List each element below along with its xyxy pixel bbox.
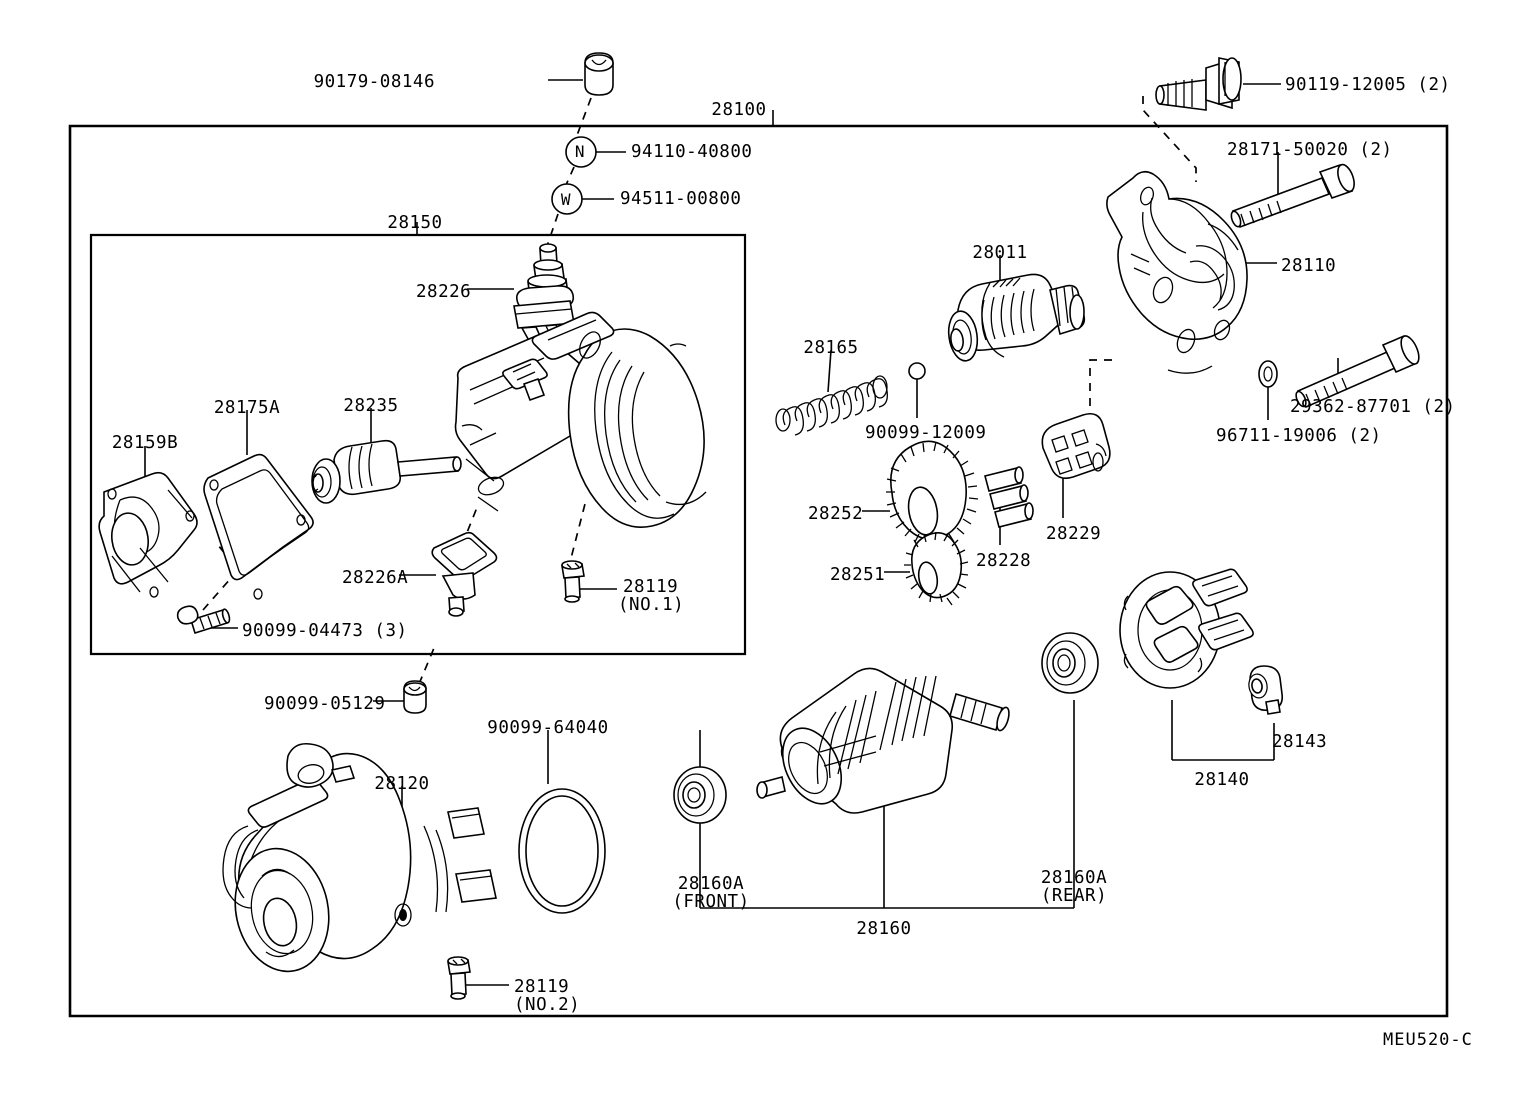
part-28119-no2	[447, 956, 471, 1000]
callout-no-1: (NO.1)	[618, 595, 685, 615]
callout-28119: 28119	[623, 577, 679, 597]
part-90099-64040	[518, 788, 606, 914]
part-90099-04473	[176, 605, 231, 635]
callout-28119: 28119	[514, 977, 570, 997]
callout-28226a: 28226A	[342, 568, 409, 588]
callout-90099-04473-3: 90099-04473 (3)	[242, 621, 408, 641]
callout-90119-12005-2: 90119-12005 (2)	[1285, 75, 1451, 95]
callout-28171-50020-2: 28171-50020 (2)	[1227, 140, 1393, 160]
callout-no-2: (NO.2)	[514, 995, 581, 1015]
callout-28011: 28011	[972, 243, 1028, 263]
part-28110	[1106, 170, 1248, 374]
dash-chain-top	[575, 97, 592, 139]
dash-90119	[1142, 96, 1197, 182]
part-28160	[756, 667, 1010, 814]
part-28235	[311, 439, 462, 504]
callout-90099-05129: 90099-05129	[264, 694, 386, 714]
callout-28226: 28226	[416, 282, 472, 302]
part-90099-12009	[908, 362, 926, 380]
part-90179-08146	[584, 52, 614, 96]
callout-28228: 28228	[976, 551, 1032, 571]
callout-28150: 28150	[387, 213, 443, 233]
callout-front: (FRONT)	[672, 892, 750, 912]
part-28165	[775, 375, 888, 436]
part-90119-12005	[1155, 57, 1242, 111]
part-28175A	[203, 453, 314, 600]
inner-frame	[89, 233, 747, 656]
part-28226A	[431, 531, 498, 617]
marker-N	[565, 136, 597, 168]
dash-chain-mid	[565, 166, 575, 186]
part-28252	[886, 440, 979, 546]
callout-28229: 28229	[1046, 524, 1102, 544]
part-96711-19006	[1258, 360, 1278, 388]
part-28251	[904, 531, 969, 606]
callout-28235: 28235	[343, 396, 399, 416]
diagram-code: MEU520-C	[1383, 1030, 1473, 1050]
callout-29362-87701-2: 29362-87701 (2)	[1290, 397, 1456, 417]
part-28119-no1	[561, 560, 585, 603]
part-29362-87701	[1295, 334, 1420, 409]
part-90099-05129	[403, 680, 427, 714]
callout-28165: 28165	[803, 338, 859, 358]
part-28160A-rear	[1041, 632, 1099, 694]
part-28011	[947, 273, 1086, 362]
part-28143	[1248, 665, 1284, 715]
callout-28160a: 28160A	[1040, 868, 1108, 888]
outer-frame	[68, 124, 1449, 1018]
callout-28160a: 28160A	[677, 874, 745, 894]
marker-W	[551, 183, 583, 215]
dash-05129	[418, 647, 435, 685]
part-28171-50020	[1230, 163, 1355, 229]
callout-90099-12009: 90099-12009	[865, 423, 987, 443]
part-28159B	[98, 471, 198, 598]
callout-rear: (REAR)	[1040, 886, 1108, 906]
callout-28140: 28140	[1194, 770, 1250, 790]
callout-28120: 28120	[374, 774, 430, 794]
callout-28159b: 28159B	[111, 433, 179, 453]
callout-94511-00800: 94511-00800	[620, 189, 742, 209]
callout-90099-64040: 90099-64040	[487, 718, 609, 738]
callout-28160: 28160	[856, 919, 912, 939]
part-28226	[513, 243, 575, 347]
callout-28100: 28100	[711, 100, 767, 120]
leader-28165	[827, 349, 832, 393]
callout-28143: 28143	[1272, 732, 1328, 752]
part-28160A-front	[673, 766, 727, 824]
dash-04473	[202, 544, 240, 611]
callout-90179-08146: 90179-08146	[313, 72, 435, 92]
callout-94110-40800: 94110-40800	[631, 142, 753, 162]
marker-letter-w: W	[560, 190, 572, 209]
callout-28251: 28251	[830, 565, 886, 585]
callout-28110: 28110	[1281, 256, 1337, 276]
dash-28119-1	[567, 499, 587, 571]
part-28229	[1041, 412, 1111, 480]
part-28228	[984, 466, 1034, 528]
part-28120	[222, 742, 497, 973]
marker-letter-n: N	[574, 142, 586, 161]
callout-28252: 28252	[808, 504, 864, 524]
callout-96711-19006-2: 96711-19006 (2)	[1216, 426, 1382, 446]
part-28140	[1119, 568, 1254, 689]
callout-28175a: 28175A	[213, 398, 281, 418]
part-28150-body	[454, 311, 707, 528]
